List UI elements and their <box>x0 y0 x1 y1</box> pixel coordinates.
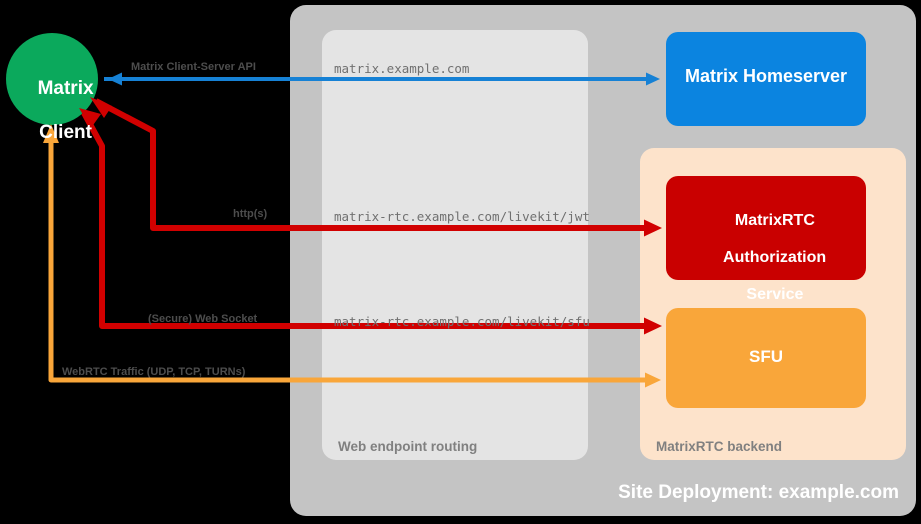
connection-client-server-api-label: Matrix Client-Server API <box>131 61 256 73</box>
sfu-label: SFU <box>749 347 783 366</box>
matrixrtc-authorization-service-box[interactable] <box>666 176 866 280</box>
authsvc-label-line1: MatrixRTC <box>734 212 815 230</box>
web-endpoint-routing-label: Web endpoint routing <box>338 439 478 454</box>
connection-webrtc-line <box>43 124 661 388</box>
connection-client-server-api-line <box>104 72 660 86</box>
endpoint-jwt-url: matrix-rtc.example.com/livekit/jwt <box>334 209 590 224</box>
matrix-homeserver-label: Matrix Homeserver <box>684 66 848 86</box>
endpoint-matrix-url: matrix.example.com <box>334 61 470 76</box>
endpoint-sfu-url: matrix-rtc.example.com/livekit/sfu <box>334 314 590 329</box>
matrix-client-label-line2: Client <box>39 121 92 143</box>
connection-https-line <box>90 97 662 237</box>
connection-webrtc-label: WebRTC Traffic (UDP, TCP, TURNs) <box>62 366 246 378</box>
connection-websocket-line <box>79 108 662 335</box>
authsvc-label-line2: Authorization <box>723 249 827 267</box>
sfu-box[interactable] <box>666 308 866 408</box>
matrixrtc-authorization-service-label: MatrixRTC Authorization Service <box>666 194 866 323</box>
matrix-homeserver-box[interactable] <box>666 32 866 126</box>
authsvc-label-line3: Service <box>746 285 804 303</box>
connection-websocket-label: (Secure) Web Socket <box>148 313 258 325</box>
matrix-client-circle[interactable] <box>6 33 98 125</box>
web-endpoint-routing-container <box>322 30 588 460</box>
matrixrtc-backend-label: MatrixRTC backend <box>656 439 783 454</box>
connection-https-label: http(s) <box>233 208 268 220</box>
matrix-client-label-line1: Matrix <box>37 77 94 99</box>
site-deployment-label: Site Deployment: example.com <box>618 482 899 503</box>
matrix-client-label: Matrix Client <box>0 56 110 165</box>
